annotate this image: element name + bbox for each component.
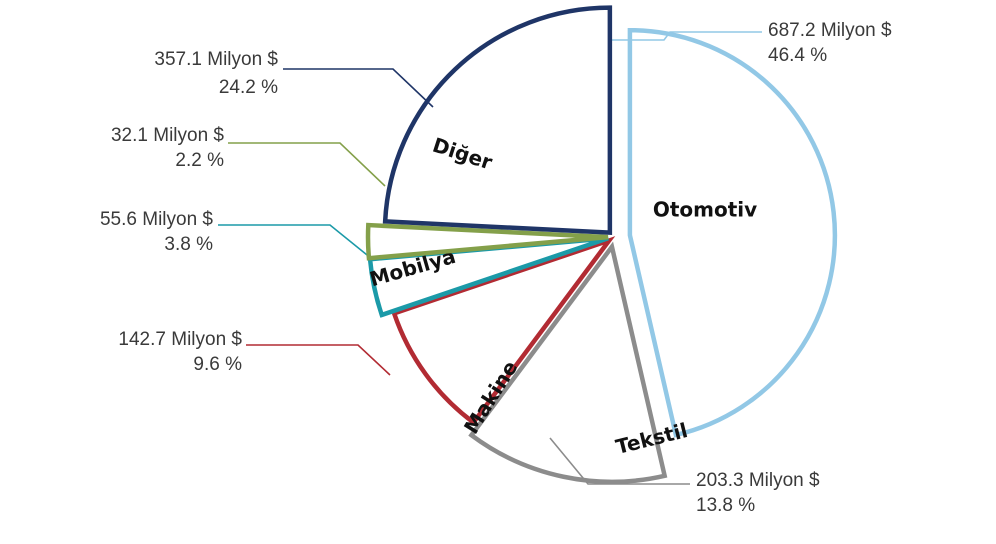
slice-percent-label: 9.6 % bbox=[193, 354, 242, 375]
leader-line bbox=[611, 31, 762, 41]
slice-percent-label: 3.8 % bbox=[164, 234, 213, 255]
pie-slice bbox=[391, 236, 616, 426]
pie-slice bbox=[468, 241, 668, 485]
slice-percent-label: 2.2 % bbox=[175, 150, 224, 171]
slice-percent-label: 46.4 % bbox=[768, 45, 827, 66]
slice-percent-label: 24.2 % bbox=[219, 77, 278, 98]
pie-slice bbox=[627, 27, 838, 438]
slice-percent-label: 13.8 % bbox=[696, 495, 755, 516]
slice-amount-label: 55.6 Milyon $ bbox=[100, 209, 213, 230]
slice-amount-label: 357.1 Milyon $ bbox=[154, 49, 278, 70]
pie-slice bbox=[365, 222, 609, 261]
slice-amount-label: 203.3 Milyon $ bbox=[696, 470, 820, 491]
leader-line bbox=[283, 68, 434, 108]
slice-amount-label: 687.2 Milyon $ bbox=[768, 20, 892, 41]
leader-line bbox=[549, 437, 690, 485]
slice-amount-label: 142.7 Milyon $ bbox=[118, 329, 242, 350]
slice-category-label: Otomotiv bbox=[653, 198, 757, 222]
leader-line bbox=[218, 224, 373, 260]
leader-line bbox=[246, 344, 391, 376]
leader-line bbox=[228, 142, 386, 187]
slice-amount-label: 32.1 Milyon $ bbox=[111, 125, 224, 146]
pie-slice bbox=[382, 5, 613, 236]
